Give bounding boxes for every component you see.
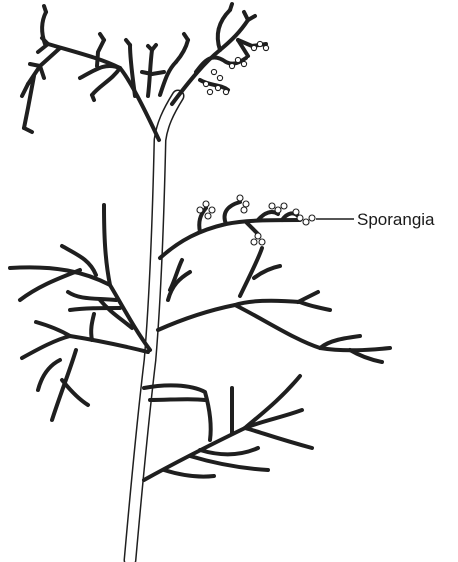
sporangia-label: Sporangia	[357, 210, 435, 229]
lower-branches	[144, 376, 312, 480]
right-branches	[158, 248, 390, 362]
fertile-branch	[160, 195, 315, 258]
upper-crown	[22, 4, 266, 140]
sporangia-callout: Sporangia	[316, 210, 435, 229]
left-branches	[10, 205, 150, 420]
